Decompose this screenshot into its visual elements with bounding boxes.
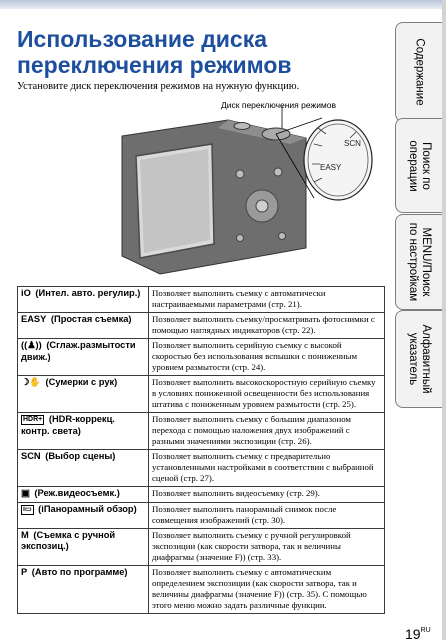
mode-name-cell: ((♟)) (Сглаж.размытости движ.)	[17, 338, 149, 376]
sidebar-tab-label: Поиск по операции	[407, 139, 432, 192]
dial-caption: Диск переключения режимов	[221, 100, 337, 110]
top-band	[0, 0, 446, 9]
mode-name: (Простая съемка)	[50, 314, 132, 324]
mode-row: M (Съемка с ручной экспозиц.)Позволяет в…	[17, 527, 385, 566]
mode-row: i▭ (iПанорамный обзор)Позволяет выполнит…	[17, 501, 385, 529]
mode-icon: EASY	[21, 314, 47, 324]
mode-icon: ((♟))	[21, 340, 42, 350]
mode-name: (Выбор сцены)	[45, 451, 116, 461]
mode-name: (Сумерки с рук)	[45, 377, 118, 387]
mode-name-cell: i▭ (iПанорамный обзор)	[17, 501, 149, 529]
camera-drawing: EASY SCN	[121, 106, 373, 275]
page-number-value: 19	[405, 626, 421, 642]
mode-name-cell: ☽✋ (Сумерки с рук)	[17, 375, 149, 413]
mode-description: Позволяет выполнить съемку с предварител…	[148, 449, 385, 487]
mode-name: (Реж.видеосъемк.)	[34, 488, 120, 498]
intro-text: Установите диск переключения режимов на …	[17, 81, 300, 92]
mode-icon: M	[21, 529, 29, 540]
page-number-suffix: RU	[420, 627, 431, 634]
mode-description: Позволяет выполнить съемку/просматривать…	[148, 312, 385, 339]
mode-name: (Съемка с ручной экспозиц.)	[21, 529, 116, 552]
mode-row: ☽✋ (Сумерки с рук)Позволяет выполнить вы…	[17, 375, 385, 413]
mode-name-cell: SCN (Выбор сцены)	[17, 449, 149, 487]
mode-name-cell: P (Авто по программе)	[17, 564, 149, 614]
modes-table: iO (Интел. авто. регулир.)Позволяет выпо…	[17, 286, 385, 614]
page-title: Использование диска переключения режимов	[17, 26, 292, 78]
mode-description: Позволяет выполнить съемку с автоматичес…	[148, 564, 385, 614]
mode-row: EASY (Простая съемка)Позволяет выполнить…	[17, 312, 385, 339]
mode-row: ((♟)) (Сглаж.размытости движ.)Позволяет …	[17, 338, 385, 376]
mode-name: (HDR-коррекц. контр. света)	[21, 414, 115, 436]
mode-description: Позволяет выполнить высокоскоростную сер…	[148, 375, 385, 413]
mode-icon: P	[21, 566, 28, 577]
sidebar-tab-label: MENU/Поиск по настройкам	[407, 222, 432, 302]
mode-name-cell: iO (Интел. авто. регулир.)	[17, 286, 149, 313]
mode-description: Позволяет выполнить съемку с автоматичес…	[148, 286, 385, 313]
mode-name-cell: ▣ (Реж.видеосъемк.)	[17, 486, 149, 503]
mode-icon: HDR+	[21, 415, 45, 425]
mode-row: iO (Интел. авто. регулир.)Позволяет выпо…	[17, 286, 385, 313]
mode-row: P (Авто по программе)Позволяет выполнить…	[17, 564, 385, 614]
sidebar-tab-label: Алфавитный указатель	[407, 324, 432, 394]
dial-scn-label: SCN	[344, 139, 361, 148]
sidebar-tab-contents[interactable]: Содержание	[395, 22, 442, 122]
mode-description: Позволяет выполнить видеосъемку (стр. 29…	[148, 486, 385, 503]
sidebar-tab-search-by-operation[interactable]: Поиск по операции	[395, 118, 442, 213]
sidebar-tab-index[interactable]: Алфавитный указатель	[395, 310, 442, 408]
dial-easy-label: EASY	[320, 163, 342, 172]
mode-description: Позволяет выполнить панорамный снимок по…	[148, 501, 385, 529]
mode-icon: SCN	[21, 451, 41, 461]
mode-description: Позволяет выполнить съемку с ручной регу…	[148, 527, 385, 566]
mode-row: ▣ (Реж.видеосъемк.)Позволяет выполнить в…	[17, 486, 385, 503]
mode-row: HDR+ (HDR-коррекц. контр. света)Позволяе…	[17, 412, 385, 450]
mode-icon: i▭	[21, 504, 34, 515]
mode-name-cell: M (Съемка с ручной экспозиц.)	[17, 527, 149, 566]
mode-name: (Авто по программе)	[31, 566, 128, 577]
mode-icon: iO	[21, 288, 31, 298]
mode-description: Позволяет выполнить серийную съемку с вы…	[148, 338, 385, 376]
mode-row: SCN (Выбор сцены)Позволяет выполнить съе…	[17, 449, 385, 487]
mode-name-cell: EASY (Простая съемка)	[17, 312, 149, 339]
mode-description: Позволяет выполнить съемку с большим диа…	[148, 412, 385, 450]
mode-name: (Интел. авто. регулир.)	[35, 288, 141, 298]
mode-icon: ▣	[21, 488, 30, 498]
sidebar-rule	[442, 0, 446, 640]
mode-name: (iПанорамный обзор)	[38, 503, 137, 514]
sidebar: Содержание Поиск по операции MENU/Поиск …	[395, 0, 446, 640]
mode-name-cell: HDR+ (HDR-коррекц. контр. света)	[17, 412, 149, 450]
sidebar-tab-label: Содержание	[413, 38, 426, 106]
camera-illustration: EASY SCN	[100, 98, 390, 280]
page-number: 19RU	[405, 626, 431, 642]
mode-name: (Сглаж.размытости движ.)	[21, 340, 136, 362]
sidebar-tab-menu-search[interactable]: MENU/Поиск по настройкам	[395, 214, 442, 310]
mode-icon: ☽✋	[21, 377, 41, 387]
